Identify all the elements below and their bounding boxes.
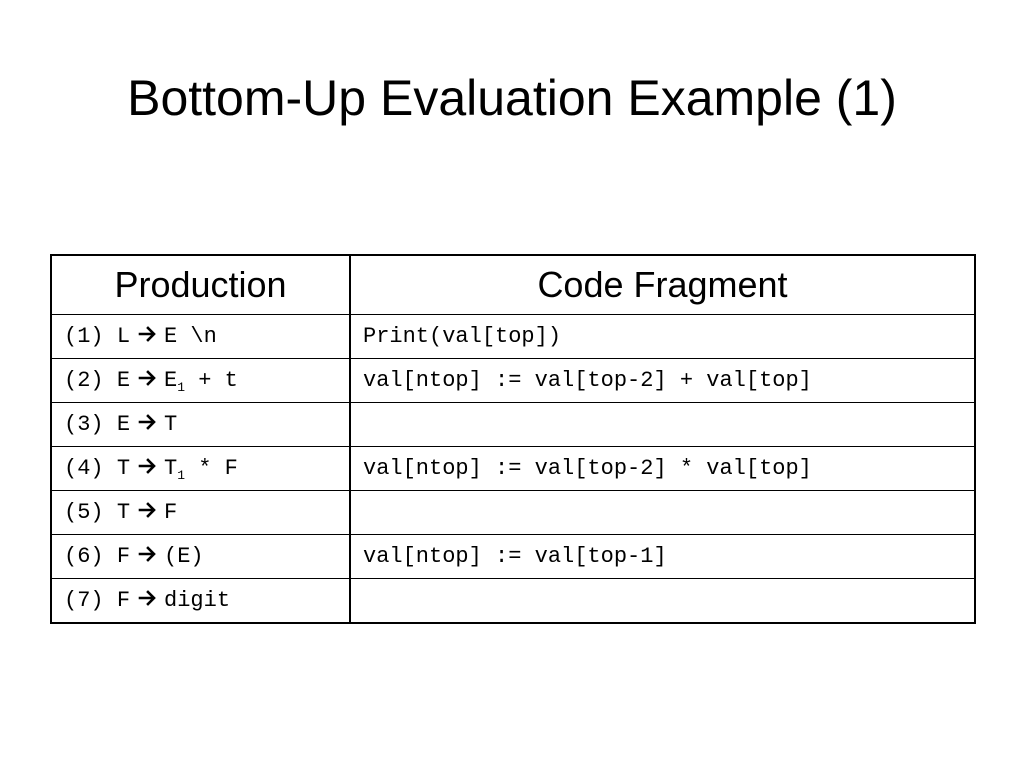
production-lhs: E	[116, 368, 131, 393]
production-lhs: L	[116, 324, 131, 349]
table-row: (1) L E \n Print(val[top])	[50, 314, 976, 359]
table-row: (5) T F	[50, 490, 976, 535]
production-rhs-subscript: 1	[177, 380, 186, 395]
code-fragment-cell	[349, 490, 976, 535]
production-cell: (5) T F	[50, 490, 351, 535]
code-fragment-cell: val[ntop] := val[top-2] + val[top]	[349, 358, 976, 403]
right-arrow-icon	[138, 324, 158, 344]
slide-title: Bottom-Up Evaluation Example (1)	[127, 70, 897, 126]
production-rhs: E	[164, 368, 178, 393]
production-number: (3)	[64, 412, 104, 437]
production-rhs-tail: * F	[185, 456, 238, 481]
production-number: (7)	[64, 588, 104, 613]
production-cell: (6) F (E)	[50, 534, 351, 579]
production-rhs: T	[164, 412, 178, 437]
production-rhs-subscript: 1	[177, 468, 186, 483]
production-lhs: F	[116, 588, 131, 613]
right-arrow-icon	[138, 412, 158, 432]
header-code-fragment: Code Fragment	[349, 254, 976, 315]
production-rhs: digit	[164, 588, 231, 613]
production-number: (5)	[64, 500, 104, 525]
production-rhs: T	[164, 456, 178, 481]
code-fragment-cell	[349, 578, 976, 624]
code-fragment-cell: val[ntop] := val[top-2] * val[top]	[349, 446, 976, 491]
right-arrow-icon	[138, 588, 158, 608]
production-number: (2)	[64, 368, 104, 393]
table-row: (6) F (E) val[ntop] := val[top-1]	[50, 534, 976, 579]
table-row: (3) E T	[50, 402, 976, 447]
production-number: (6)	[64, 544, 104, 569]
right-arrow-icon	[138, 500, 158, 520]
table-header-row: Production Code Fragment	[50, 254, 976, 315]
production-lhs: E	[116, 412, 131, 437]
header-production: Production	[50, 254, 351, 315]
production-lhs: T	[116, 456, 131, 481]
production-rhs: (E)	[164, 544, 204, 569]
production-number: (1)	[64, 324, 104, 349]
production-rhs: E \n	[164, 324, 217, 349]
production-number: (4)	[64, 456, 104, 481]
right-arrow-icon	[138, 456, 158, 476]
code-fragment-cell: val[ntop] := val[top-1]	[349, 534, 976, 579]
production-lhs: F	[116, 544, 131, 569]
grammar-table: Production Code Fragment (1) L E \n Print(…	[50, 254, 976, 624]
production-rhs: F	[164, 500, 178, 525]
right-arrow-icon	[138, 368, 158, 388]
right-arrow-icon	[138, 544, 158, 564]
code-fragment-cell: Print(val[top])	[349, 314, 976, 359]
production-cell: (1) L E \n	[50, 314, 351, 359]
production-cell: (3) E T	[50, 402, 351, 447]
production-lhs: T	[116, 500, 131, 525]
production-rhs-tail: + t	[185, 368, 238, 393]
code-fragment-cell	[349, 402, 976, 447]
